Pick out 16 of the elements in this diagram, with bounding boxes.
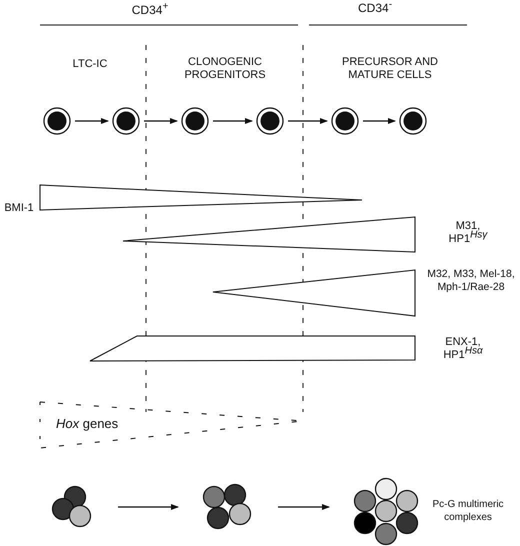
- complex-caption: Pc-G multimeric complexes: [431, 498, 505, 524]
- arrow: [144, 118, 178, 124]
- arrow: [118, 504, 179, 510]
- arrow: [75, 118, 109, 124]
- arrow: [213, 118, 253, 124]
- arrow: [288, 118, 328, 124]
- gene-label: BMI-1: [3, 202, 35, 215]
- cell-marker-label: CD34$^{-}$: [356, 2, 394, 15]
- arrow: [278, 504, 330, 510]
- cell-marker-label: CD34$^{+}$: [130, 4, 170, 17]
- gene-label: Hox genes: [56, 417, 120, 430]
- gene-label: M32, M33, Mel-18, Mph-1/Rae-28: [426, 268, 516, 294]
- stage-label: CLONOGENIC PROGENITORS: [183, 56, 267, 82]
- stage-label: LTC-IC: [72, 58, 108, 71]
- arrow: [363, 118, 396, 124]
- stage-label: PRECURSOR AND MATURE CELLS: [341, 56, 439, 82]
